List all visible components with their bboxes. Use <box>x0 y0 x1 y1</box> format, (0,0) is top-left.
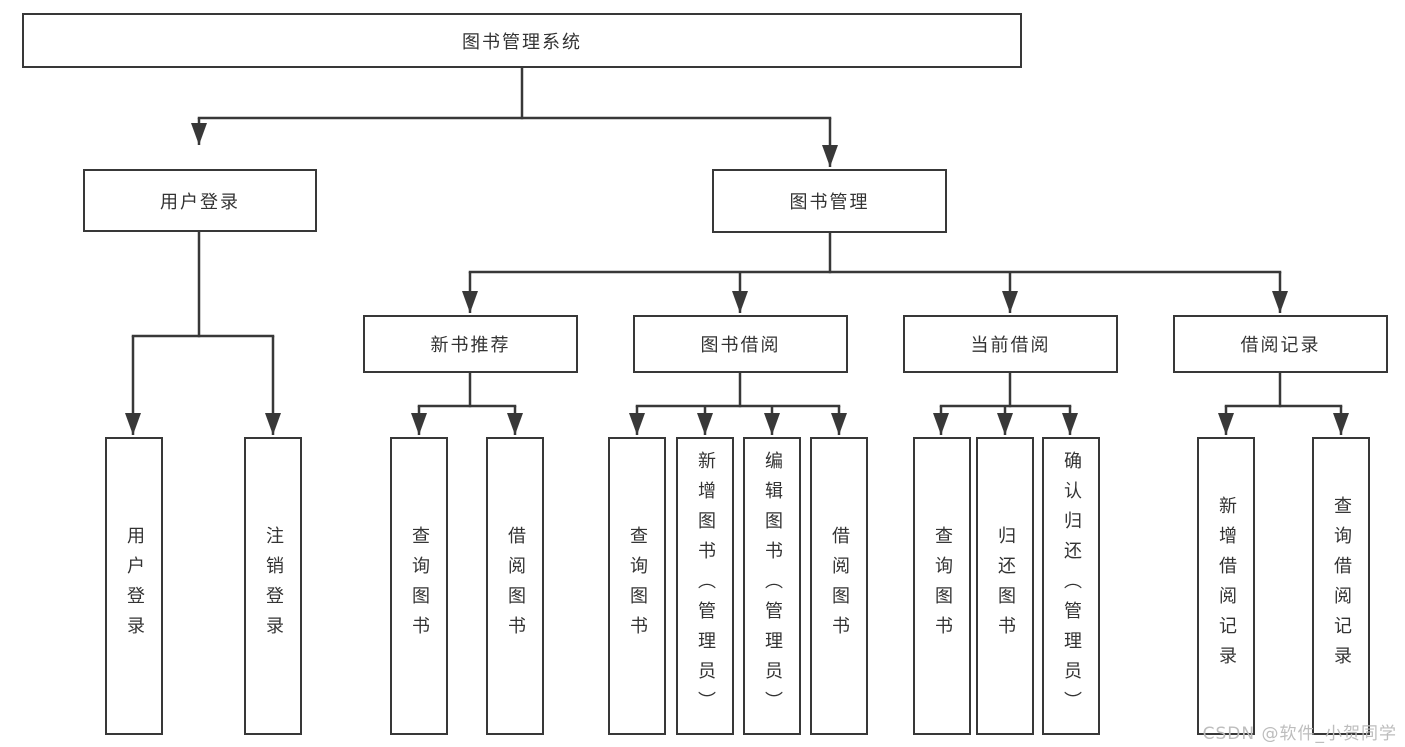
leaf-confirm-return-admin-label: 确认归还（管理员） <box>1061 451 1082 721</box>
csdn-watermark: CSDN @软件_小贺同学 <box>1202 724 1397 744</box>
leaf-borrow-books-borrowing-label: 借阅图书 <box>829 526 850 646</box>
leaf-query-borrow-record: 查询借阅记录 <box>1312 437 1370 735</box>
leaf-return-books: 归还图书 <box>976 437 1034 735</box>
leaf-query-books-recommend-label: 查询图书 <box>409 526 430 646</box>
leaf-query-borrow-record-label: 查询借阅记录 <box>1331 496 1352 676</box>
leaf-add-borrow-record-label: 新增借阅记录 <box>1216 496 1237 676</box>
leaf-query-books-current-label: 查询图书 <box>932 526 953 646</box>
leaf-query-books-current: 查询图书 <box>913 437 971 735</box>
node-borrow-records: 借阅记录 <box>1173 315 1388 373</box>
leaf-add-books-admin: 新增图书（管理员） <box>676 437 734 735</box>
node-new-book-recommend: 新书推荐 <box>363 315 578 373</box>
node-book-management-label: 图书管理 <box>789 192 870 213</box>
leaf-logout-login: 注销登录 <box>244 437 302 735</box>
leaf-query-books-borrowing: 查询图书 <box>608 437 666 735</box>
leaf-query-books-borrowing-label: 查询图书 <box>627 526 648 646</box>
leaf-edit-books-admin-label: 编辑图书（管理员） <box>762 451 783 721</box>
node-current-borrowing-label: 当前借阅 <box>970 335 1051 356</box>
node-user-login: 用户登录 <box>83 169 317 232</box>
node-user-login-label: 用户登录 <box>160 191 240 213</box>
leaf-return-books-label: 归还图书 <box>995 526 1016 646</box>
node-book-borrowing-label: 图书借阅 <box>700 335 781 356</box>
leaf-user-login-label: 用户登录 <box>124 526 145 646</box>
leaf-add-books-admin-label: 新增图书（管理员） <box>695 451 716 721</box>
leaf-query-books-recommend: 查询图书 <box>390 437 448 735</box>
node-root: 图书管理系统 <box>22 13 1022 68</box>
node-book-management: 图书管理 <box>712 169 947 233</box>
node-current-borrowing: 当前借阅 <box>903 315 1118 373</box>
leaf-logout-login-label: 注销登录 <box>263 526 284 646</box>
node-root-label: 图书管理系统 <box>462 31 582 53</box>
leaf-edit-books-admin: 编辑图书（管理员） <box>743 437 801 735</box>
leaf-confirm-return-admin: 确认归还（管理员） <box>1042 437 1100 735</box>
leaf-user-login: 用户登录 <box>105 437 163 735</box>
node-book-borrowing: 图书借阅 <box>633 315 848 373</box>
node-new-book-recommend-label: 新书推荐 <box>430 335 511 356</box>
leaf-borrow-books-recommend-label: 借阅图书 <box>505 526 526 646</box>
leaf-borrow-books-recommend: 借阅图书 <box>486 437 544 735</box>
node-borrow-records-label: 借阅记录 <box>1240 335 1321 356</box>
leaf-add-borrow-record: 新增借阅记录 <box>1197 437 1255 735</box>
leaf-borrow-books-borrowing: 借阅图书 <box>810 437 868 735</box>
